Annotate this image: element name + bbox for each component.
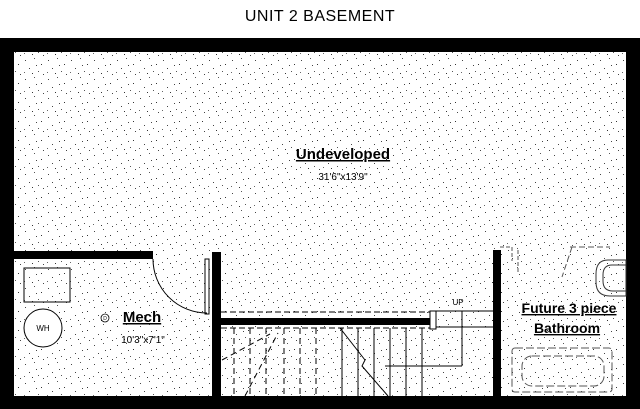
staircase — [221, 310, 493, 397]
bathroom-fixtures — [500, 246, 627, 393]
water-heater — [23, 308, 63, 348]
mech-door — [204, 258, 210, 315]
room-name-bathroom-line2: Bathroom — [534, 320, 600, 336]
mech-right-wall — [212, 252, 221, 396]
bathroom-wall — [493, 250, 501, 396]
floor-drain — [100, 313, 110, 323]
plan-title: UNIT 2 BASEMENT — [244, 8, 396, 25]
drain-label: D — [103, 316, 107, 322]
room-name-undeveloped: Undeveloped — [296, 146, 390, 163]
door-swing — [152, 258, 208, 314]
room-size-undeveloped: 31'6"x13'9" — [318, 172, 368, 183]
floor-texture — [14, 52, 626, 396]
room-size-mech: 10'3"x7'1" — [121, 335, 165, 346]
stairs-up-label: UP — [452, 298, 463, 307]
water-heater-label: WH — [36, 324, 50, 333]
stair-wall — [221, 318, 431, 325]
furnace — [23, 267, 71, 303]
room-name-bathroom-line1: Future 3 piece — [522, 300, 617, 316]
room-name-mech: Mech — [123, 309, 161, 326]
mech-top-wall — [14, 251, 153, 259]
